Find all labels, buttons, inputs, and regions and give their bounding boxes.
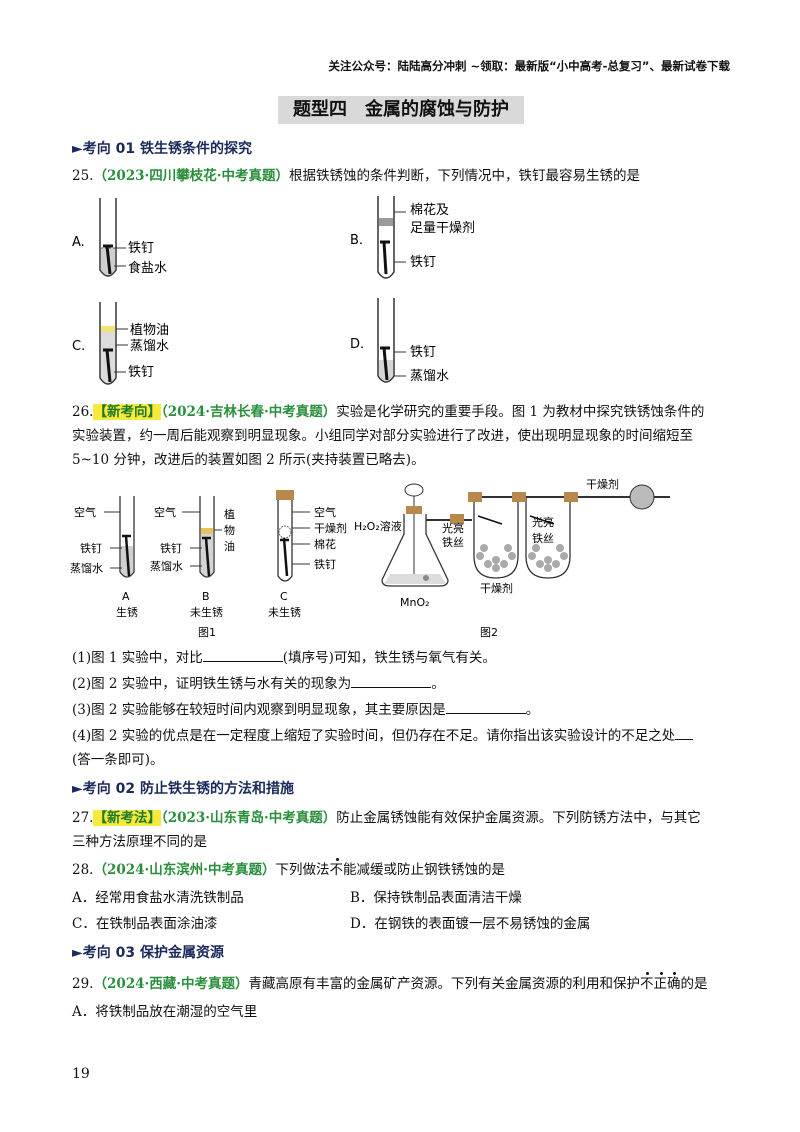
- tube-b-label-cotton: 棉花及: [410, 202, 449, 218]
- tube-c: [99, 302, 128, 385]
- option-d-letter: D.: [350, 337, 364, 352]
- question-26-sub-3: (3)图 2 实验能够在较短时间内观察到明显现象，其主要原因是。: [72, 698, 732, 722]
- question-27-stem-2: 三种方法原理不同的是: [72, 834, 207, 850]
- tube-c-label-oil: 植物油: [130, 323, 169, 338]
- fig1-c-letter: C: [280, 590, 288, 603]
- answer-blank-2[interactable]: [351, 673, 432, 688]
- q29-option-a[interactable]: A．将铁制品放在潮湿的空气里: [72, 1004, 258, 1020]
- page-title: 题型四 金属的腐蚀与防护: [278, 96, 524, 124]
- fig1-tube-a: [104, 496, 135, 578]
- emphasis-dot-text-3: 确: [666, 976, 681, 992]
- fig2-wire2-line2: 铁丝: [532, 532, 554, 545]
- fig1-c-result: 未生锈: [268, 605, 301, 619]
- tube-b-label-dry: 足量干燥剂: [410, 221, 475, 236]
- fig1-b-oil-1: 植: [224, 507, 235, 521]
- tube-b: [377, 196, 406, 279]
- fig2-apparatus: [381, 483, 670, 587]
- option-c-letter: C.: [72, 339, 85, 354]
- fig1-tube-c: [276, 490, 310, 582]
- tube-c-label-water: 蒸馏水: [130, 339, 169, 354]
- page-number: 19: [72, 1066, 90, 1082]
- fig1-c-dry: 干燥剂: [314, 521, 347, 535]
- question-26-stem-2: 实验装置，约一周后能观察到明显现象。小组同学对部分实验进行了改进，使出现明显现象…: [72, 428, 693, 444]
- option-b-letter: B.: [350, 233, 363, 248]
- question-25-figures: A. 铁钉 食盐水 B. 棉花及 足量干燥剂 铁钉 C. 植物油 蒸馏水 铁钉 …: [72, 196, 475, 385]
- question-27-stem-1: 27.【新考法】（2023·山东青岛·中考真题）防止金属锈蚀能有效保护金属资源。…: [72, 810, 701, 826]
- answer-blank-4[interactable]: [675, 725, 694, 740]
- question-26-figures: 空气 铁钉 蒸馏水 A 生锈 空气 铁钉 蒸馏水 植 物 油 B 未生锈 空气 …: [70, 477, 670, 639]
- emphasis-dot-text: 不: [329, 862, 343, 878]
- option-a-letter: A.: [72, 235, 85, 250]
- section-heading-2: ►考向 02 防止铁生锈的方法和措施: [72, 781, 294, 797]
- q28-option-d[interactable]: D．在钢铁的表面镀一层不易锈蚀的金属: [350, 916, 591, 932]
- page-header: 关注公众号：陆陆高分冲刺 ~领取：最新版“小中高考-总复习”、最新试卷下载: [328, 59, 730, 73]
- question-25-stem: 25.（2023·四川攀枝花·中考真题）根据铁锈蚀的条件判断，下列情况中，铁钉最…: [72, 168, 640, 184]
- fig1-a-result: 生锈: [116, 605, 138, 619]
- fig2-wire1-line2: 铁丝: [442, 536, 464, 549]
- fig2-dry-top: 干燥剂: [586, 477, 619, 491]
- q28-option-b[interactable]: B．保持铁制品表面清洁干燥: [350, 890, 522, 906]
- fig1-b-air: 空气: [154, 505, 176, 519]
- question-29-stem: 29.（2024·西藏·中考真题）青藏高原有丰富的金属矿产资源。下列有关金属资源…: [72, 976, 708, 992]
- fig1-c-nail: 铁钉: [314, 558, 336, 571]
- fig1-b-water: 蒸馏水: [150, 559, 183, 573]
- tube-d-label-water: 蒸馏水: [410, 369, 449, 384]
- tube-d-label-nail: 铁钉: [410, 345, 436, 360]
- question-26-stem-1: 26.【新考向】（2024·吉林长春·中考真题）实验是化学研究的重要手段。图 1…: [72, 404, 705, 420]
- figure-1-caption: 图1: [198, 626, 216, 639]
- fig1-a-water: 蒸馏水: [70, 561, 103, 575]
- question-26-stem-3: 5~10 分钟，改进后的装置如图 2 所示(夹持装置已略去)。: [72, 452, 425, 468]
- question-26-sub-4: (4)图 2 实验的优点是在一定程度上缩短了实验时间，但仍存在不足。请你指出该实…: [72, 724, 732, 748]
- fig2-h2o2: H₂O₂溶液: [354, 519, 402, 533]
- emphasis-dot-text-2: 正: [653, 976, 667, 992]
- fig1-a-nail: 铁钉: [80, 542, 102, 555]
- section-heading-3: ►考向 03 保护金属资源: [72, 945, 224, 961]
- tube-d: [377, 298, 406, 383]
- fig1-c-air: 空气: [314, 505, 336, 519]
- answer-blank-3[interactable]: [445, 699, 526, 714]
- q28-option-a[interactable]: A．经常用食盐水清洗铁制品: [72, 890, 244, 906]
- fig1-b-result: 未生锈: [190, 605, 223, 619]
- tube-c-label-nail: 铁钉: [128, 365, 154, 380]
- fig1-b-oil-2: 物: [224, 523, 235, 537]
- fig1-c-cotton: 棉花: [314, 537, 336, 551]
- tube-a-label-salt: 食盐水: [128, 260, 167, 276]
- emphasis-dot-text-1: 不: [639, 976, 654, 992]
- tube-b-label-nail: 铁钉: [410, 255, 436, 270]
- fig2-wire2-line1: 光亮: [532, 515, 554, 529]
- new-direction-badge: 【新考向】: [93, 404, 161, 420]
- new-method-badge: 【新考法】: [93, 810, 161, 826]
- tube-a-label-nail: 铁钉: [128, 241, 154, 256]
- figure-2-caption: 图2: [480, 626, 498, 639]
- fig2-dry-bottom: 干燥剂: [480, 581, 513, 595]
- fig1-b-oil-3: 油: [224, 539, 235, 553]
- question-26-sub-4-cont: (答一条即可)。: [72, 752, 164, 768]
- section-heading-1: ►考向 01 铁生锈条件的探究: [72, 141, 252, 157]
- answer-blank-1[interactable]: [202, 647, 283, 662]
- question-26-sub-2: (2)图 2 实验中，证明铁生锈与水有关的现象为。: [72, 672, 732, 696]
- fig1-b-nail: 铁钉: [160, 542, 182, 555]
- fig1-a-air: 空气: [74, 505, 96, 519]
- fig1-tube-b: [182, 496, 222, 578]
- q28-option-c[interactable]: C．在铁制品表面涂油漆: [72, 916, 218, 932]
- fig1-b-letter: B: [202, 590, 210, 603]
- question-28-stem: 28.（2024·山东滨州·中考真题）下列做法不能减缓或防止钢铁锈蚀的是: [72, 862, 505, 878]
- fig1-a-letter: A: [122, 590, 130, 603]
- fig2-wire1-line1: 光亮: [442, 521, 464, 535]
- tube-a: [99, 198, 126, 277]
- question-26-sub-1: (1)图 1 实验中，对比(填序号)可知，铁生锈与氧气有关。: [72, 646, 732, 670]
- fig2-mno2: MnO₂: [400, 596, 430, 609]
